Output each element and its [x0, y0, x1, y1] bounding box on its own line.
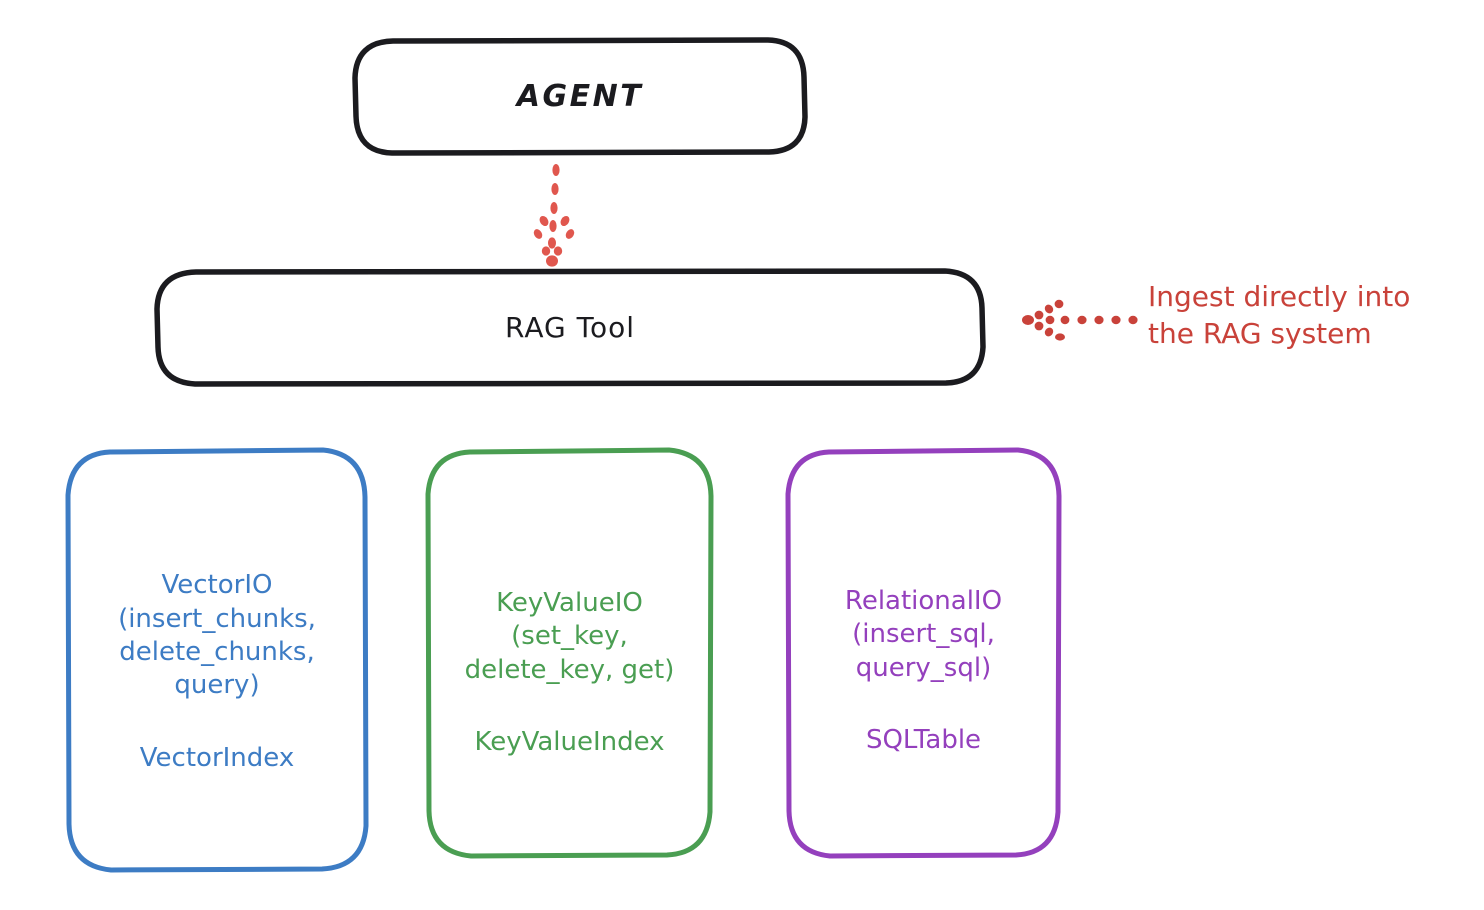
vectorio-node[interactable]: VectorIO (insert_chunks, delete_chunks, … — [68, 450, 366, 870]
vectorio-index-label: VectorIndex — [139, 742, 295, 773]
rag-tool-label: RAG Tool — [505, 311, 635, 344]
agent-box-outline — [352, 37, 808, 156]
keyvalueio-box-outline — [425, 447, 714, 859]
relationalio-node[interactable]: RelationalIO (insert_sql, query_sql) SQL… — [788, 450, 1059, 856]
dotted-arrow-down-icon — [533, 164, 575, 267]
relationalio-index-label: SQLTable — [865, 724, 982, 755]
dotted-arrow-left-icon — [1022, 299, 1138, 341]
agent-label: AGENT — [516, 79, 644, 114]
relationalio-title: RelationalIO (insert_sql, query_sql) — [844, 586, 1003, 683]
ingest-annotation-text: Ingest directly into the RAG system — [1148, 280, 1411, 350]
ragtool-box-outline — [154, 268, 986, 387]
keyvalueio-index-label: KeyValueIndex — [474, 726, 665, 757]
keyvalueio-node[interactable]: KeyValueIO (set_key, delete_key, get) Ke… — [428, 450, 711, 856]
rag-tool-node[interactable]: RAG Tool — [157, 271, 983, 384]
vectorio-box-outline — [65, 447, 369, 873]
vectorio-title: VectorIO (insert_chunks, delete_chunks, … — [118, 570, 316, 701]
agent-node[interactable]: AGENT — [355, 40, 805, 153]
keyvalueio-title: KeyValueIO (set_key, delete_key, get) — [464, 588, 675, 685]
relationalio-box-outline — [785, 447, 1062, 859]
